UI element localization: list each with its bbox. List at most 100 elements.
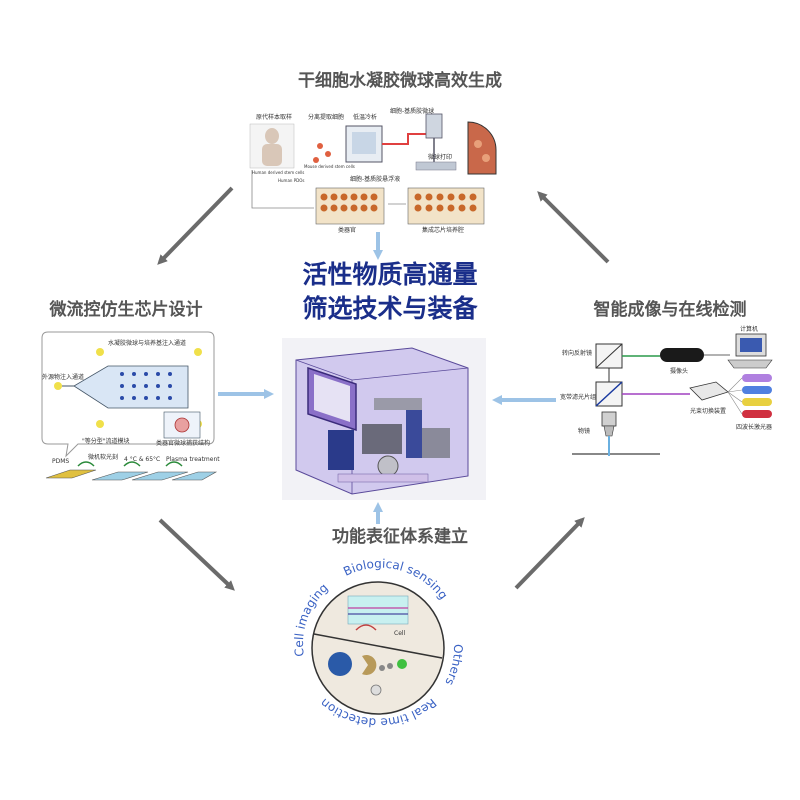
organoid-grid-left-dots [320, 193, 378, 212]
inlet-dot-icon [96, 348, 104, 356]
top-figure: 原代样本取样 分离提取细胞 低温冷析 细胞-基质胶微球 细胞-基质胶悬浮液 微球… [238, 104, 500, 234]
organoid-grid-right-dots [414, 193, 477, 212]
label-mouse-cell: Mouse derived stem cells [304, 164, 355, 169]
green-arrow-icon [165, 461, 183, 467]
label-drug-channel: 外源物注入通道 [42, 374, 85, 381]
left-figure: 水凝胶微球与培养基注入通道 外源物注入通道 "等分型"流道模块 类器官微球捕获结… [38, 328, 220, 498]
label-pdms: PDMS [52, 458, 70, 465]
green-arrow-icon [123, 461, 141, 467]
print-head [425, 113, 443, 139]
internal-unit-gray [362, 424, 402, 454]
blue-sphere-icon [328, 652, 352, 676]
label-sample: 原代样本取样 [256, 114, 293, 121]
red-tube-line [382, 133, 428, 145]
laser-yellow-icon [742, 398, 772, 406]
computer-keyboard-icon [727, 359, 773, 369]
fab-step-1 [45, 469, 97, 479]
drug-inlet-dot-icon [54, 382, 62, 390]
label-organoid: 类器官 [338, 227, 357, 234]
green-burst-icon [397, 659, 407, 669]
sensing-graphic [347, 595, 409, 625]
characterization-circle: Cell imaging Biological sensing Others R… [292, 557, 465, 730]
top-section-title: 干细胞水凝胶微球高效生成 [298, 71, 502, 91]
red-arrow-icon [355, 624, 377, 631]
laser-violet-icon [742, 374, 772, 382]
bottom-section-title: 功能表征体系建立 [332, 527, 468, 547]
label-top-channel: 水凝胶微球与培养基注入通道 [108, 340, 187, 347]
imaging-system-diagram [572, 333, 773, 456]
fab-step-2 [91, 471, 149, 481]
laser-red-icon [742, 410, 772, 418]
arrow-left-to-bottom [158, 518, 235, 591]
internal-motor [422, 428, 450, 458]
internal-column [406, 408, 422, 458]
left-section-title: 微流控仿生芯片设计 [49, 300, 203, 320]
window-pane [314, 374, 350, 422]
label-human-pdo: Human PDOs [278, 178, 305, 183]
capture-organoid-icon [174, 417, 190, 433]
label-temp: 4 °C & 65°C [124, 456, 161, 463]
arc-others: Others [442, 644, 465, 688]
organoid-dot-icon [474, 140, 482, 148]
label-camera: 摄像头 [670, 368, 689, 375]
label-mix: 细胞-基质胶微球 [390, 108, 435, 115]
internal-wheel [377, 455, 399, 477]
microfluidic-chip-diagram [41, 331, 218, 481]
center-machine-figure [282, 338, 486, 500]
label-suspension: 细胞-基质胶悬浮液 [350, 176, 401, 183]
center-title-line1: 活性物质高通量 [302, 260, 478, 289]
arrow-right-to-top [537, 191, 610, 264]
label-separate: 分离提取细胞 [308, 114, 345, 121]
cell-dot-icon [313, 157, 319, 163]
label-laser: 微机软光刻 [88, 454, 119, 461]
divider-line [313, 633, 443, 659]
cell-dot-icon [325, 151, 331, 157]
objective-lens-icon [601, 411, 617, 427]
right-section-title: 智能成像与在线检测 [593, 300, 747, 320]
receptor-icon [362, 655, 377, 675]
fab-step-4 [171, 471, 218, 481]
fab-step-3 [131, 471, 189, 481]
internal-rail [374, 398, 422, 410]
organoid-dot-icon [482, 154, 490, 162]
body-torso-icon [262, 144, 282, 166]
label-lens: 物镜 [578, 428, 591, 435]
internal-unit-blue [328, 430, 354, 470]
beam-switch-icon [689, 381, 729, 401]
chip-grid-dots [120, 372, 172, 400]
laser-blue-icon [742, 386, 772, 394]
molecule-dot-icon [379, 665, 385, 671]
screening-equipment-render [295, 347, 469, 495]
molecule-ring-icon [370, 684, 382, 696]
arrow-top-to-left [157, 186, 234, 265]
cooling-box-inner [352, 132, 376, 154]
label-structure: 类器官微球捕获结构 [156, 440, 211, 447]
zoom-view [467, 121, 497, 175]
label-plasma: Plasma treatment [166, 456, 220, 463]
outer-circle [311, 581, 445, 715]
inlet-dot-icon [96, 420, 104, 428]
label-lasers: 四波长激光器 [736, 424, 773, 431]
label-filter: 宽带滤光片组 [560, 394, 597, 401]
right-figure: 转向反射镜 宽带滤光片组 物镜 摄像头 计算机 光束切换装置 四波长激光器 [560, 322, 780, 472]
green-arrow-icon [77, 461, 95, 467]
label-module: "等分型"流道模块 [82, 438, 130, 445]
molecule-dot-icon [387, 663, 393, 669]
camera-icon [660, 348, 704, 362]
label-switch: 光束切换装置 [690, 408, 727, 415]
label-cell: Cell [394, 630, 406, 637]
label-human-cell: Human derived stem cells [252, 170, 305, 175]
label-chip: 集成芯片培养腔 [422, 227, 465, 234]
cell-dot-icon [317, 143, 323, 149]
label-print: 微球打印 [428, 154, 453, 161]
body-head-icon [265, 128, 279, 144]
label-computer: 计算机 [740, 326, 759, 333]
center-title-line2: 筛选技术与装备 [302, 294, 478, 323]
label-cool: 低温冷析 [353, 114, 378, 121]
bottom-circle-figure: Cell imaging Biological sensing Others R… [286, 556, 466, 736]
label-mirror: 转向反射镜 [562, 350, 593, 357]
outlet-dot-icon [194, 348, 202, 356]
hydrogel-process-diagram [249, 113, 497, 225]
base-plate [337, 473, 429, 483]
flow-line [251, 170, 314, 209]
